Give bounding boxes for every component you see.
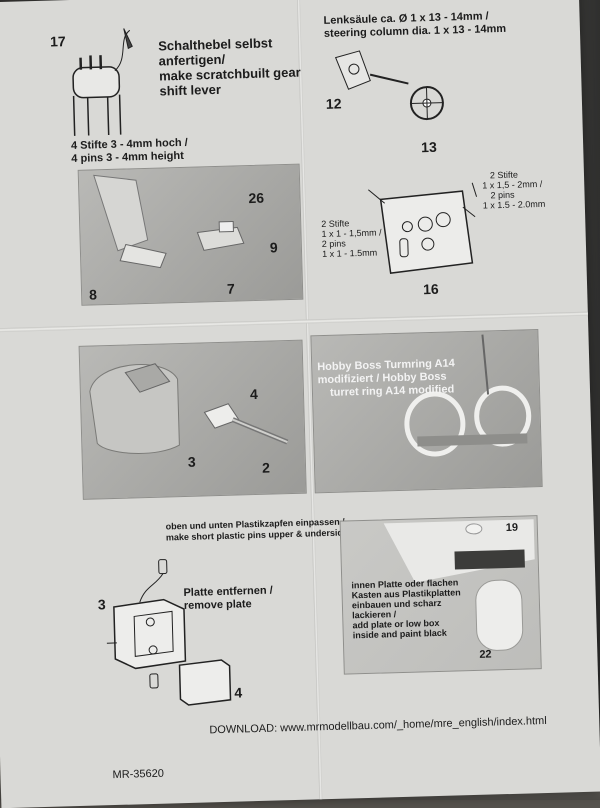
panel-gear-shift: 17 Schalthebel selbst anfertigen/ make s… [0, 0, 579, 165]
panel-photo-floor: 8 26 9 7 [0, 0, 579, 306]
remove-plate-en: remove plate [183, 598, 252, 613]
turret-photo-details [89, 363, 289, 454]
remove-plate-de: Platte entfernen / [183, 584, 273, 600]
panel-photo-box: 19 innen Platte oder flachen Kasten aus … [0, 0, 579, 675]
turret-part-3: 3 [187, 453, 196, 470]
pins-caption-en: 4 pins 3 - 4mm height [71, 149, 184, 166]
caption-en-line2: shift lever [159, 81, 222, 99]
box-part-19: 19 [505, 521, 519, 535]
left-pins-line2: 1 x 1 - 1,5mm / [321, 227, 382, 240]
panel-plate-16: 2 Stifte 1 x 1 - 1,5mm / 2 pins 1 x 1 - … [0, 0, 579, 298]
panel-steering-column: Lenksäule ca. Ø 1 x 13 - 14mm / steering… [0, 0, 579, 155]
steering-drawing [334, 50, 444, 121]
box-part-22: 22 [479, 648, 492, 661]
panel-plastic-pins: oben und unten Plastikzapfen einpassen /… [0, 0, 579, 706]
gear-shift-drawing [72, 28, 133, 136]
part-number-26: 26 [248, 189, 265, 207]
floor-photo-details [93, 174, 245, 269]
pins-part-3: 3 [97, 596, 106, 613]
turret-part-4: 4 [249, 385, 259, 403]
box-photo-details [383, 519, 535, 651]
part-number-12: 12 [325, 95, 342, 112]
part-number-16: 16 [422, 280, 439, 298]
part-number-7: 7 [226, 280, 236, 297]
part-number-13: 13 [420, 138, 437, 156]
part-number-17: 17 [49, 33, 66, 50]
model-code: MR-35620 [112, 767, 165, 782]
right-pins-line4: 1 x 1.5 - 2.0mm [482, 198, 546, 211]
plastic-pins-drawing [106, 559, 232, 706]
turret-part-2: 2 [261, 459, 271, 476]
panel-photo-turret-ring: Hobby Boss Turmring A14 modifiziert / Ho… [0, 0, 579, 494]
plate-drawing [368, 182, 478, 274]
part-number-9: 9 [269, 239, 278, 256]
part-number-8: 8 [88, 286, 98, 303]
pins-part-4: 4 [234, 684, 243, 701]
caption-en-line1: make scratchbuilt gear [158, 64, 301, 84]
panel-photo-turret: 4 3 2 [0, 0, 579, 500]
turret-ring-details [404, 334, 532, 457]
left-pins-line4: 1 x 1 - 1.5mm [321, 247, 378, 260]
